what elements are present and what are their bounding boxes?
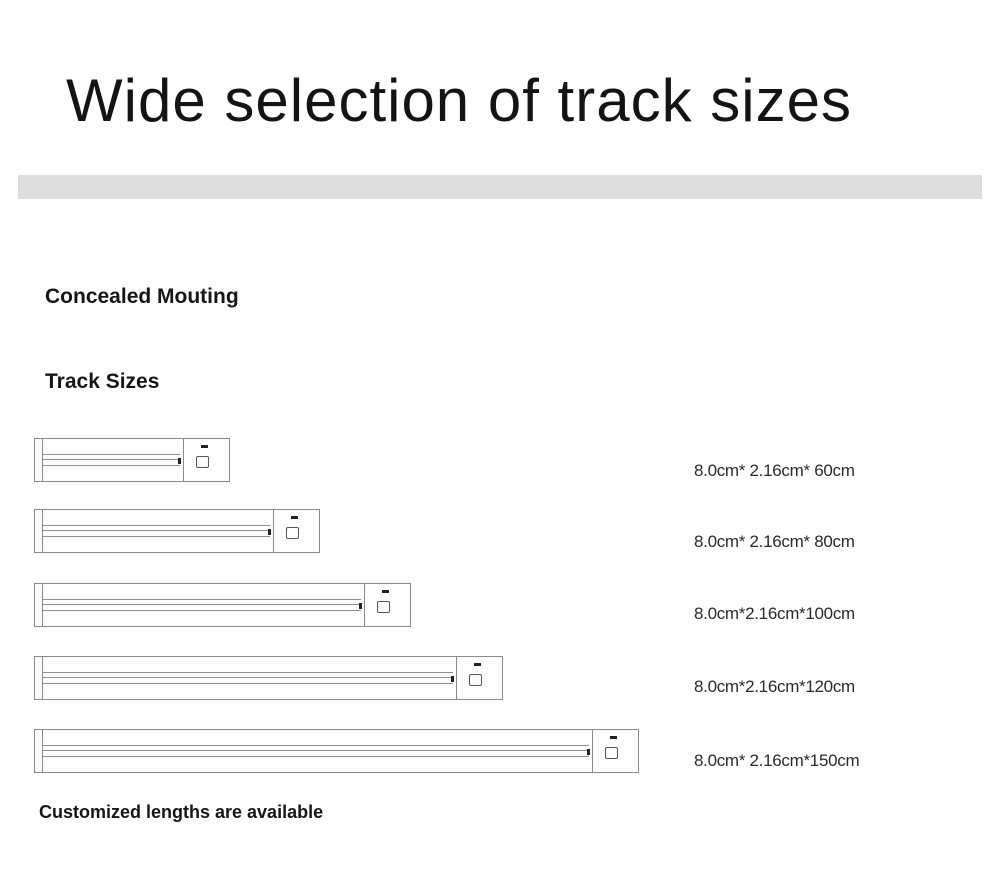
track-rail — [43, 525, 270, 526]
motor-housing-icon — [456, 656, 503, 700]
track-endcap — [42, 583, 43, 627]
track-size-label: 8.0cm*2.16cm*100cm — [694, 604, 855, 623]
curtain-track-icon — [34, 656, 503, 700]
track-rail — [43, 604, 361, 605]
track-stop — [268, 529, 271, 535]
button-icon — [469, 674, 482, 686]
motor-housing-icon — [364, 583, 411, 627]
track-rail — [43, 683, 453, 684]
motor-housing-icon — [183, 438, 230, 482]
button-icon — [286, 527, 299, 539]
track-size-label: 8.0cm* 2.16cm* 80cm — [694, 532, 855, 551]
track-sizes-label: Track Sizes — [45, 370, 160, 393]
track-rail — [43, 536, 270, 537]
track-stop — [359, 603, 362, 609]
led-indicator-icon — [382, 590, 389, 593]
track-endcap — [42, 729, 43, 773]
led-indicator-icon — [474, 663, 481, 666]
track-stop — [178, 458, 181, 464]
curtain-track-icon — [34, 509, 320, 553]
track-rail — [43, 454, 180, 455]
button-icon — [196, 456, 209, 468]
track-rail — [43, 599, 361, 600]
page-title: Wide selection of track sizes — [66, 67, 852, 134]
button-icon — [377, 601, 390, 613]
divider-bar — [18, 175, 982, 199]
track-stop — [587, 749, 590, 755]
track-stop — [451, 676, 454, 682]
track-rail — [43, 459, 180, 460]
track-rail — [43, 465, 180, 466]
track-endcap — [42, 438, 43, 482]
motor-housing-icon — [273, 509, 320, 553]
curtain-track-icon — [34, 438, 230, 482]
track-size-label: 8.0cm* 2.16cm* 60cm — [694, 461, 855, 480]
led-indicator-icon — [610, 736, 617, 739]
track-endcap — [42, 509, 43, 553]
track-size-label: 8.0cm*2.16cm*120cm — [694, 677, 855, 696]
button-icon — [605, 747, 618, 759]
customized-lengths-note: Customized lengths are available — [39, 802, 324, 822]
track-rail — [43, 677, 453, 678]
track-rail — [43, 672, 453, 673]
led-indicator-icon — [201, 445, 208, 448]
track-rail — [43, 530, 270, 531]
track-rail — [43, 745, 589, 746]
track-rail — [43, 610, 361, 611]
concealed-mounting-label: Concealed Mouting — [45, 285, 239, 308]
curtain-track-icon — [34, 583, 411, 627]
track-endcap — [42, 656, 43, 700]
motor-housing-icon — [592, 729, 639, 773]
curtain-track-icon — [34, 729, 639, 773]
track-rail — [43, 750, 589, 751]
led-indicator-icon — [291, 516, 298, 519]
track-rail — [43, 756, 589, 757]
track-size-label: 8.0cm* 2.16cm*150cm — [694, 751, 860, 770]
